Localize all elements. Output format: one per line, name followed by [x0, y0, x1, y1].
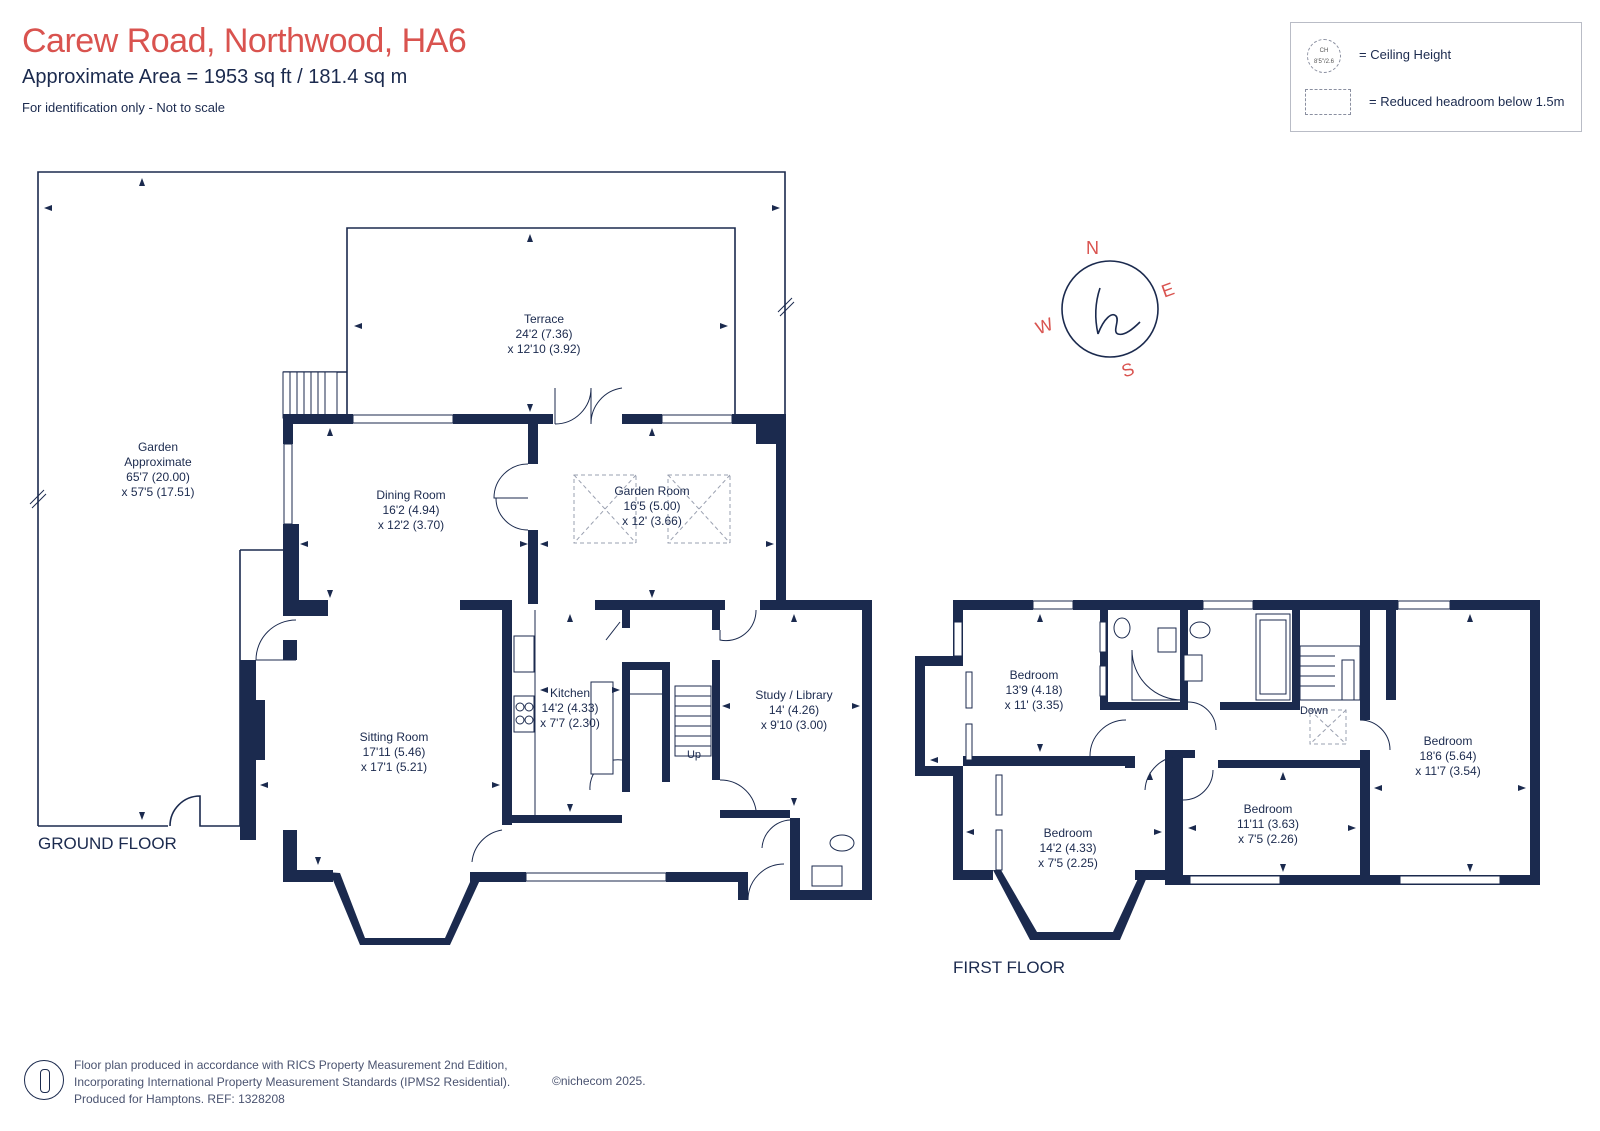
disclaimer: For identification only - Not to scale [22, 100, 226, 115]
ground-floor-stairs [630, 685, 712, 757]
first-floor-stairs [1299, 645, 1361, 745]
dimension-arrows [44, 178, 860, 865]
ground-floor-doors [255, 387, 791, 901]
room-bedroom-2: Bedroom 14'2 (4.33) x 7'5 (2.25) [1038, 826, 1098, 870]
skylights [573, 474, 731, 544]
first-floor-doors [1089, 701, 1391, 801]
break-marks [29, 297, 795, 509]
first-floor-label: FIRST FLOOR [953, 958, 1066, 977]
first-floor-walls [915, 600, 1540, 940]
kitchen-fixtures [513, 610, 614, 815]
terrace-boundary [283, 227, 736, 418]
rics-info-icon [24, 1060, 64, 1100]
room-kitchen: Kitchen 14'2 (4.33) x 7'7 (2.30) [540, 686, 600, 730]
stairs-up-label: Up [686, 749, 702, 761]
ceiling-height-icon: CH 8'5"/2.6 [1307, 39, 1341, 73]
room-garden: Garden Approximate 65'7 (20.00) x 57'5 (… [121, 440, 195, 499]
room-dining: Dining Room 16'2 (4.94) x 12'2 (3.70) [376, 488, 446, 532]
compass-rose [1061, 260, 1159, 358]
room-terrace: Terrace 24'2 (7.36) x 12'10 (3.92) [507, 312, 581, 356]
room-bedroom-1: Bedroom 13'9 (4.18) x 11' (3.35) [1004, 668, 1064, 712]
first-floor-fixtures [965, 613, 1361, 871]
garden-boundary [37, 171, 786, 826]
approximate-area: Approximate Area = 1953 sq ft / 181.4 sq… [22, 66, 408, 88]
first-floor-dimension-arrows [930, 614, 1526, 872]
room-study: Study / Library 14' (4.26) x 9'10 (3.00) [755, 688, 833, 732]
legend-reduced-headroom: = Reduced headroom below 1.5m [1369, 94, 1565, 109]
room-bedroom-4: Bedroom 18'6 (5.64) x 11'7 (3.54) [1415, 734, 1481, 778]
room-garden-room: Garden Room 16'5 (5.00) x 12' (3.66) [614, 484, 690, 528]
reduced-headroom-icon [1305, 89, 1351, 115]
room-sitting: Sitting Room 17'11 (5.46) x 17'1 (5.21) [359, 730, 429, 774]
terrace-steps [282, 371, 338, 419]
stairs-down-label: Down [1299, 705, 1329, 717]
footer-notes: Floor plan produced in accordance with R… [74, 1058, 511, 1106]
legend-box: CH 8'5"/2.6 = Ceiling Height = Reduced h… [1290, 22, 1582, 132]
compass-north: N [1086, 238, 1099, 258]
cloakroom-fixtures [811, 834, 855, 887]
ground-floor-label: GROUND FLOOR [38, 834, 177, 853]
ground-floor-walls [240, 414, 872, 945]
legend-ceiling-height: = Ceiling Height [1359, 47, 1452, 62]
footer-copyright: ©nichecom 2025. [552, 1074, 646, 1088]
room-bedroom-3: Bedroom 11'11 (3.63) x 7'5 (2.26) [1237, 802, 1299, 846]
page-title: Carew Road, Northwood, HA6 [22, 22, 467, 60]
